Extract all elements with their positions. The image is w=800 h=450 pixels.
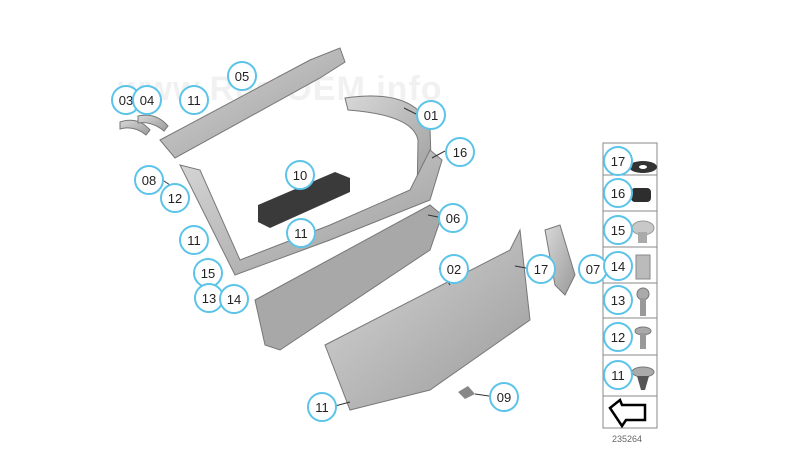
- callout-04[interactable]: 04: [132, 85, 162, 115]
- legend-callout-17[interactable]: 17: [603, 146, 633, 176]
- callout-08[interactable]: 08: [134, 165, 164, 195]
- callout-11[interactable]: 11: [307, 392, 337, 422]
- callout-10[interactable]: 10: [285, 160, 315, 190]
- callout-12[interactable]: 12: [160, 183, 190, 213]
- callout-15[interactable]: 15: [193, 258, 223, 288]
- plug-16: [631, 188, 651, 202]
- legend-callout-15[interactable]: 15: [603, 215, 633, 245]
- callout-06[interactable]: 06: [438, 203, 468, 233]
- reference-number: 235264: [612, 434, 643, 444]
- legend-callout-14[interactable]: 14: [603, 251, 633, 281]
- legend-callout-13[interactable]: 13: [603, 285, 633, 315]
- part-06: [254, 204, 443, 351]
- callout-05[interactable]: 05: [227, 61, 257, 91]
- callout-11[interactable]: 11: [179, 85, 209, 115]
- callout-02[interactable]: 02: [439, 254, 469, 284]
- part-02: [324, 228, 531, 411]
- clip-14: [635, 254, 651, 280]
- part-frame: [179, 149, 443, 276]
- callout-09[interactable]: 09: [489, 382, 519, 412]
- callout-14[interactable]: 14: [219, 284, 249, 314]
- part-09: [458, 386, 475, 399]
- callout-01[interactable]: 01: [416, 100, 446, 130]
- part-04: [137, 114, 169, 132]
- callout-11[interactable]: 11: [179, 225, 209, 255]
- legend-callout-16[interactable]: 16: [603, 178, 633, 208]
- part-03: [119, 119, 151, 136]
- callout-17[interactable]: 17: [526, 254, 556, 284]
- callout-16[interactable]: 16: [445, 137, 475, 167]
- legend-callout-12[interactable]: 12: [603, 322, 633, 352]
- part-05: [159, 47, 346, 159]
- legend-column: [602, 142, 658, 429]
- part-10: [258, 172, 350, 228]
- arrow-icon: [608, 397, 647, 429]
- callout-11[interactable]: 11: [286, 218, 316, 248]
- legend-callout-11[interactable]: 11: [603, 360, 633, 390]
- clip-11: [631, 366, 655, 378]
